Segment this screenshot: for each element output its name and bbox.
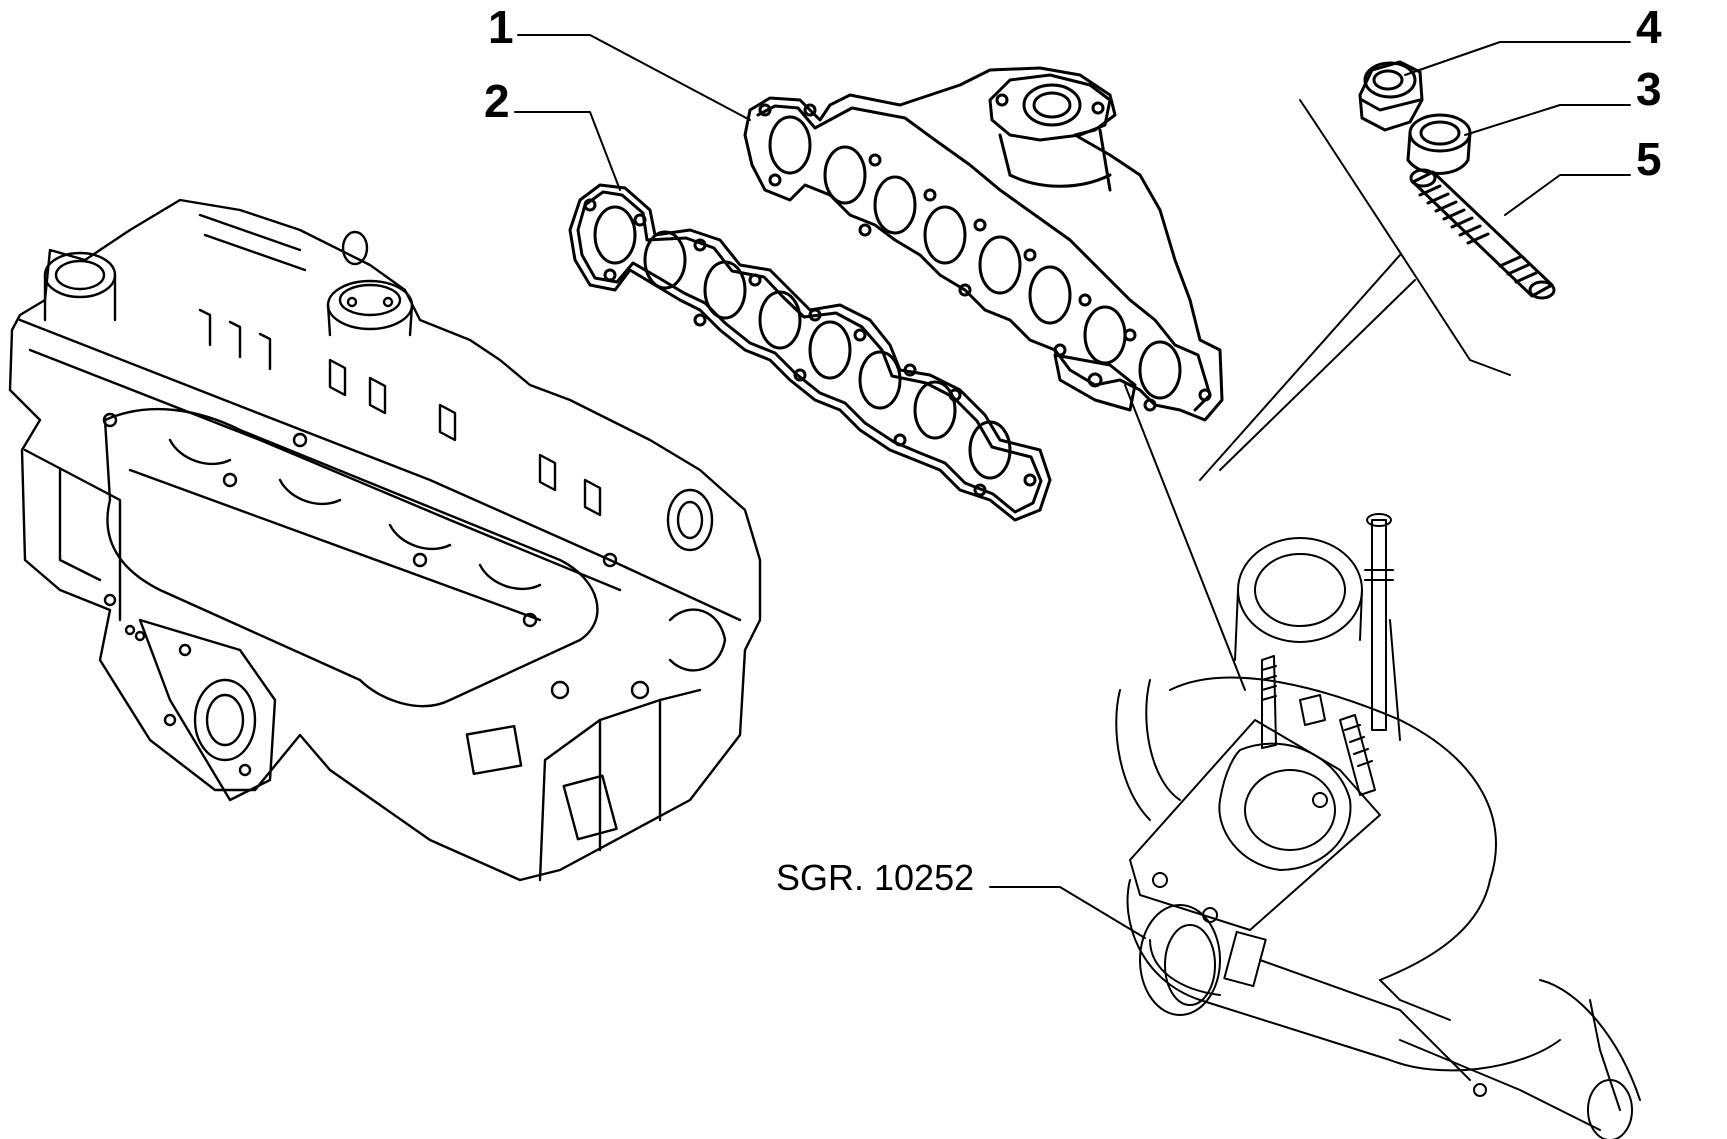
callout-leader-lines [514, 34, 1631, 939]
nut [1358, 60, 1424, 132]
callout-label-5: 5 [1636, 133, 1662, 185]
assembly-guide-lines [1124, 99, 1511, 691]
callout-label-3: 3 [1636, 63, 1662, 115]
turbocharger [1115, 513, 1641, 1139]
stud [1409, 168, 1556, 300]
exhaust-manifold [743, 66, 1224, 422]
callout-label-2: 2 [484, 75, 510, 127]
washer [1406, 113, 1472, 175]
callout-label-4: 4 [1636, 1, 1662, 53]
callout-label-1: 1 [488, 1, 514, 53]
manifold-gasket [568, 183, 1052, 522]
reference-label-sgr: SGR. 10252 [776, 857, 975, 898]
cylinder-head-assembly [8, 198, 762, 882]
